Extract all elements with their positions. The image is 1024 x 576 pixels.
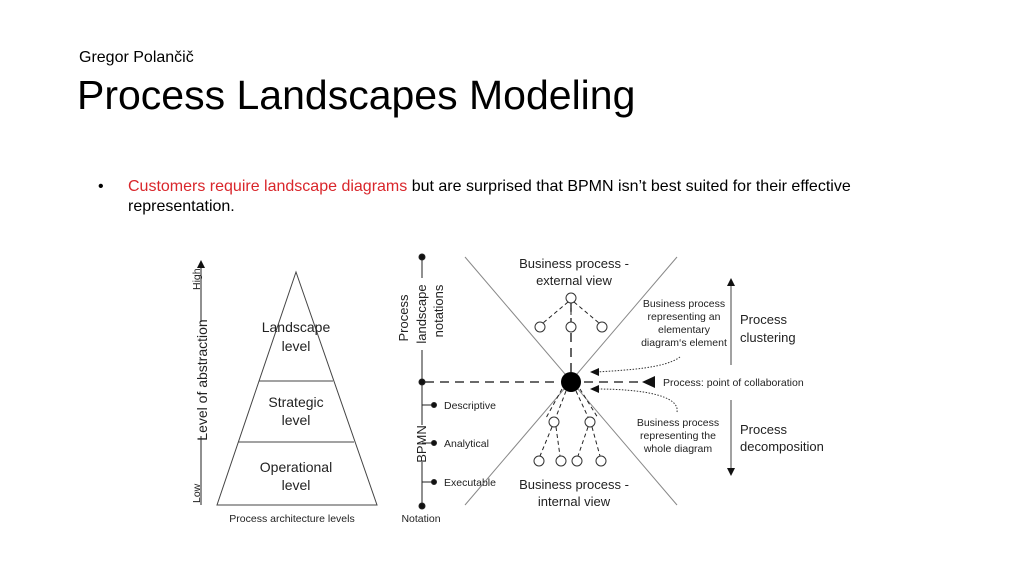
whole-arrow-icon (590, 385, 599, 393)
decomposition-label-2: decomposition (740, 439, 824, 454)
notation-label-3: notations (431, 284, 446, 337)
notation-analytical: Analytical (444, 438, 489, 450)
clustering-label-2: clustering (740, 330, 796, 345)
collaboration-lines (425, 303, 640, 383)
bullet-text: but are surprised that BPMN isn’t best s… (128, 178, 851, 215)
elementary-line: representing an (648, 311, 721, 323)
external-view-title-2: external view (536, 273, 612, 288)
pyramid (216, 270, 378, 506)
elementary-arrow-icon (590, 368, 599, 376)
bpmn-label: BPMN (414, 425, 429, 463)
collaboration-arrow-icon (642, 376, 655, 388)
abstraction-axis: High Low Level of abstraction (191, 260, 210, 505)
notation-label-1: Process (396, 294, 411, 341)
whole-pointer (595, 388, 678, 413)
internal-tree-nodes (533, 416, 607, 467)
clustering-label: Process (740, 312, 787, 327)
pyramid-caption: Process architecture levels (229, 513, 354, 525)
notation-executable: Executable (444, 477, 496, 489)
collaboration-point (561, 372, 581, 392)
high-label: High (191, 268, 203, 290)
elementary-line: Business process (643, 298, 725, 310)
decomposition-label: Process (740, 422, 787, 437)
level-operational-2: level (282, 477, 311, 493)
abstraction-label: Level of abstraction (194, 319, 210, 440)
internal-view-title-2: internal view (538, 494, 611, 509)
elementary-annotation: Business process representing an element… (641, 298, 727, 349)
collaboration-label: Process: point of collaboration (663, 377, 804, 389)
bullet-highlight: Customers require landscape diagrams (128, 178, 408, 195)
notation-label-2: landscape (414, 284, 429, 343)
internal-tree (539, 388, 601, 457)
level-landscape: Landscape (262, 319, 331, 335)
elementary-line: elementary (658, 324, 711, 336)
bullet-dot: • (98, 178, 104, 195)
level-strategic: Strategic (268, 394, 323, 410)
external-tree (542, 301, 600, 324)
notation-descriptive: Descriptive (444, 400, 496, 412)
whole-line: Business process (637, 417, 719, 429)
level-operational: Operational (260, 459, 332, 475)
whole-line: representing the (640, 430, 716, 442)
internal-view-title: Business process - (519, 477, 629, 492)
external-view-title: Business process - (519, 256, 629, 271)
slide-title: Process Landscapes Modeling (77, 72, 636, 118)
external-tree-nodes (534, 292, 608, 333)
elementary-line: diagram‘s element (641, 337, 727, 349)
author-name: Gregor Polančič (79, 49, 194, 66)
elementary-pointer (595, 356, 681, 373)
level-strategic-2: level (282, 412, 311, 428)
level-landscape-2: level (282, 338, 311, 354)
notation-axis (418, 253, 437, 510)
whole-line: whole diagram (643, 443, 713, 455)
low-label: Low (191, 483, 203, 503)
notation-caption: Notation (401, 513, 440, 525)
